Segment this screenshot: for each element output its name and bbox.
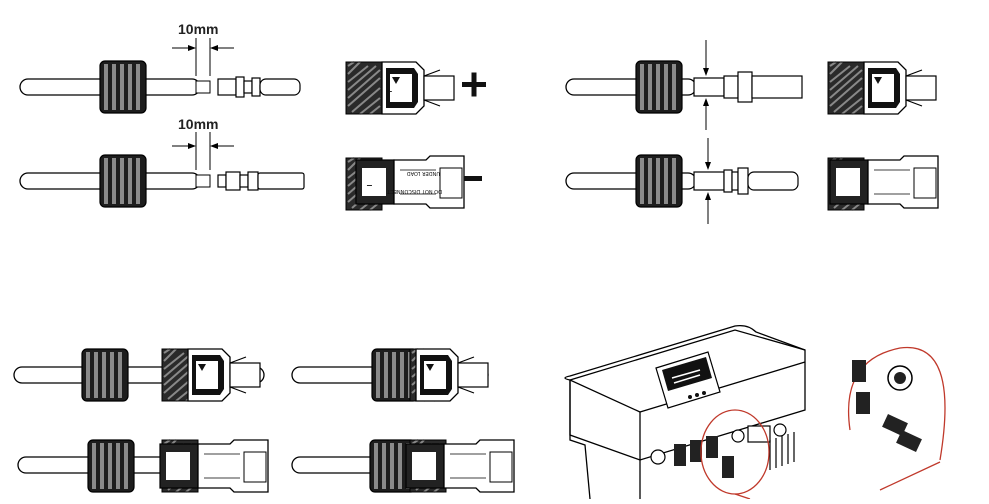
connector-detail-zoom <box>734 346 946 500</box>
step-tighten-positive <box>291 348 489 402</box>
negative-connector-housing: − UNDER LOAD DO NOT DISCONNECT <box>345 155 482 211</box>
plus-symbol <box>462 72 486 97</box>
step-crimp-positive <box>565 40 803 130</box>
positive-terminal-mark: + <box>386 87 393 96</box>
step-strip-cable-negative: 10mm <box>19 116 305 208</box>
assembled-positive-connector <box>827 61 937 115</box>
negative-terminal-mark: − <box>366 181 373 190</box>
zoom-circle <box>848 346 946 461</box>
strip-length-label: 10mm <box>178 21 218 37</box>
male-contact <box>217 171 305 191</box>
step-insert-positive <box>13 348 265 402</box>
inverter-display <box>655 351 721 409</box>
female-contact <box>217 76 301 98</box>
step-crimp-negative <box>565 138 799 224</box>
minus-symbol <box>464 176 482 181</box>
assembled-negative-connector <box>827 155 939 211</box>
under-load-marking: UNDER LOAD <box>407 170 440 176</box>
step-insert-negative <box>17 439 269 493</box>
inverter-illustration <box>564 324 806 500</box>
cable-nut <box>99 60 147 114</box>
positive-connector-housing: + <box>345 61 486 115</box>
do-not-disconnect-marking: DO NOT DISCONNECT <box>386 188 442 194</box>
step-tighten-negative <box>291 439 515 493</box>
step-strip-cable-positive: 10mm <box>19 21 301 114</box>
cable-nut <box>99 154 147 208</box>
inverter-heatsink <box>769 432 795 470</box>
strip-length-label: 10mm <box>178 116 218 132</box>
